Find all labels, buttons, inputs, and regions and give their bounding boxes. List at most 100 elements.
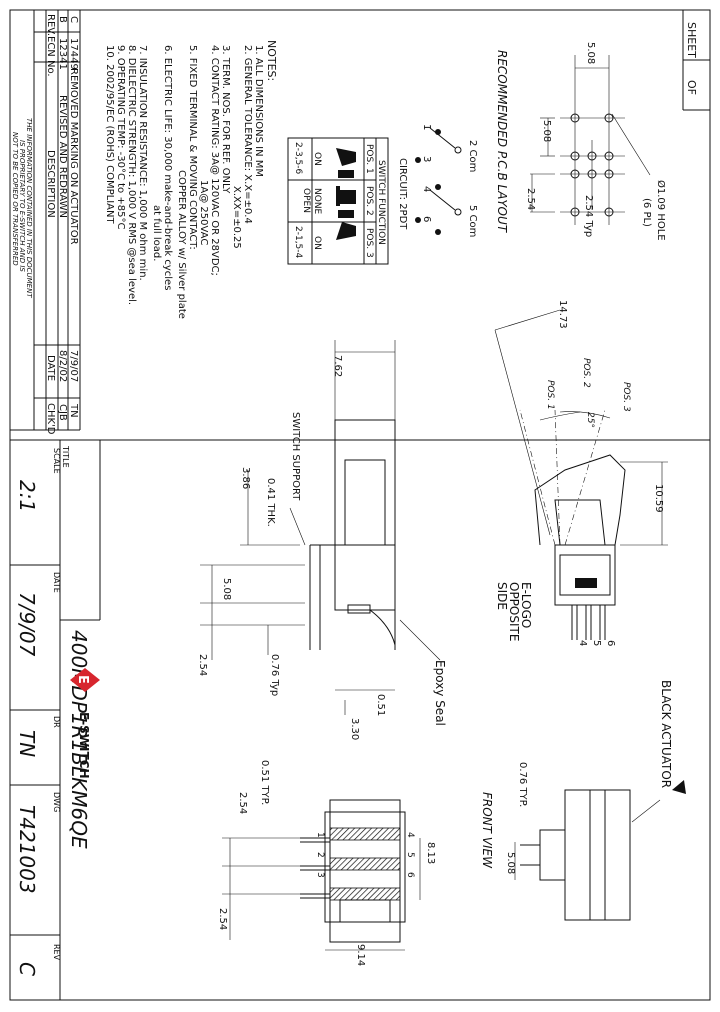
rev-row-c-date: 7/9/07 [68,350,79,382]
note-2: 2. GENERAL TOLERANCE: X.X=±0.4 [242,45,253,224]
bottom-dim-8-13: 8.13 [425,842,436,864]
note-8: 8. DIELECTRIC STRENGTH: 1,000 V RMS @sea… [126,45,137,305]
dim-3-86: 3.86 [240,467,251,489]
note-5: 5. FIXED TERMINAL & MOVING CONTACT: [187,45,198,250]
rev-row-b-rev: B [57,16,68,23]
pcb-layout: RECOMMENDED P.C.B LAYOUT 5.08 [495,42,667,241]
note-7: 7. INSULATION RESISTANCE: 1,000 M ohm mi… [137,45,148,281]
bottom-pin-2: 2 [315,852,325,858]
center-view: Epoxy Seal SWITCH SUPPORT 0.41 THK. 7.62… [197,340,447,740]
pos-1-header: POS. 1 [364,144,374,174]
dim-5-08: 5.08 [221,578,232,600]
dim-0-76-typ: 0.76 Typ [269,654,280,696]
scale-value: 2:1 [15,480,39,512]
note-3: 3. TERM. NOS. FOR REF. ONLY [220,45,231,194]
title-block: TITLE SCALE DATE DR DWG REV 400MDP1R1BLK… [9,439,710,1000]
dwg-number: T421003 [15,805,39,894]
pos-3-connection: 2-1,5-4 [293,226,303,259]
angle-25: 25° [585,412,595,428]
dim-14-73: 14.73 [557,300,568,329]
pos-1-function: ON [312,152,322,166]
elogo-line-1: E-LOGO [519,582,533,628]
pcb-dim-left: 5.08 [541,120,552,142]
pos-3-header: POS. 3 [364,228,374,258]
date-label: DATE [52,572,61,593]
side-pin-5: 5 [591,640,602,646]
rev-row-c-rev: C [68,16,79,23]
side-view: 6 5 4 POS. 1 POS. 2 POS. 3 25° 14.73 10.… [494,300,668,646]
terminal-6: 6 [421,216,432,222]
bottom-dim-9-14: 9.14 [355,944,366,966]
bottom-pin-6: 6 [405,872,415,878]
epoxy-seal: Epoxy Seal [433,660,447,726]
black-actuator: BLACK ACTUATOR [659,680,673,788]
rev-header-chkd: CHK'D [45,403,56,435]
actuator-position-icons [336,148,356,240]
front-dim-0-76: 0.76 TYP. [517,762,528,807]
terminal-2: 2 Com [467,140,478,172]
bottom-dim-2-54-bottom: 2.54 [217,908,228,930]
front-dim-5-08: 5.08 [505,852,516,874]
rev-row-c-desc: REMOVED MARKING ON ACTUATOR [68,68,79,245]
circuit-diagram: 1 2 Com 3 4 5 Com 6 CIRCUIT: 2PDT SWITCH… [287,124,478,265]
pos-2-header: POS. 2 [364,186,374,216]
rev-header-ecn: ECN No. [45,36,56,77]
pos-3-label: POS. 3 [621,382,631,412]
rev-row-c-chkd: TN [68,403,79,418]
pcb-dim-top: 5.08 [585,42,596,64]
pos-2-open: OPEN [301,188,311,213]
bottom-pin-3: 3 [315,872,325,878]
pcb-hole-qty: (6 PL) [641,198,652,227]
proprietary-line-3: NOT TO BE COPIED OR TRANSFERRED [11,132,19,266]
rev-value: C [15,962,39,976]
company-name: E-SWITCH [77,712,91,779]
sheet-label: SHEET [685,22,698,58]
bottom-pin-4: 4 [405,832,415,838]
rev-header-rev: REV. [45,14,56,36]
of-label: OF [685,80,698,95]
front-view-title: FRONT VIEW [480,792,494,869]
dim-3-30: 3.30 [349,718,360,740]
pcb-title: RECOMMENDED P.C.B LAYOUT [495,50,509,234]
scale-label: SCALE [52,448,61,474]
terminal-4: 4 [421,186,432,192]
terminal-1: 1 [421,124,432,130]
pos-2-function: NONE [312,188,322,215]
part-number: 400MDP1R1BLKM6QE [67,630,91,849]
bottom-dim-2-54-top: 2.54 [237,792,248,814]
dim-0-51: 0.51 [375,694,386,716]
pos-2-label: POS. 2 [581,358,591,388]
pcb-holes [560,105,625,225]
pcb-dim-bottom: 2.54 [525,188,536,210]
drawn-by: TN [15,730,39,757]
table-title: SWITCH FUNCTION [376,160,386,245]
side-pin-6: 6 [605,640,616,646]
pos-1-connection: 2-3,5-6 [293,142,303,175]
pos-1-label: POS. 1 [545,380,555,410]
note-6b: at full load. [151,205,162,261]
revision-table: C 17449 REMOVED MARKING ON ACTUATOR 7/9/… [10,10,81,435]
dr-label: DR [52,716,61,728]
terminal-5: 5 Com [467,205,478,237]
rev-row-b-ecn: 12341 [57,38,68,70]
note-4: 4. CONTACT RATING: 3A@ 120VAC OR 28VDC; [209,45,220,276]
pos-3-function: ON [312,236,322,250]
note-9: 9. OPERATING TEMP: -30°C to +85°C [115,45,126,229]
front-view: FRONT VIEW BLACK ACTUATOR 0.76 TYP. 5.08 [480,680,686,921]
switch-function-table: SWITCH FUNCTION POS. 1 POS. 2 POS. 3 ON … [287,137,389,265]
logo-letter-icon: E [75,675,90,684]
bottom-view: 1 2 3 4 5 6 0.51 TYP. 2.54 2.54 8.13 9.1… [217,760,436,966]
dim-7-62: 7.62 [332,355,343,377]
notes-title: NOTES: [265,40,278,81]
dim-10-59: 10.59 [653,484,664,513]
note-5b: COPPER ALLOY w/ Silver plate [176,170,187,319]
rev-header-date: DATE [45,355,56,381]
rev-header-desc: DESCRIPTION [45,150,56,218]
rev-row-b-desc: REVISED AND REDRAWN [57,95,68,218]
elogo-line-2: OPPOSITE [507,582,521,641]
support-thickness: 0.41 THK. [265,478,276,527]
proprietary-line-1: THE INFORMATION CONTAINED IN THIS DOCUME… [25,118,33,298]
bottom-pin-5: 5 [405,852,415,858]
elogo-line-3: SIDE [495,582,509,610]
terminal-3: 3 [421,156,432,162]
